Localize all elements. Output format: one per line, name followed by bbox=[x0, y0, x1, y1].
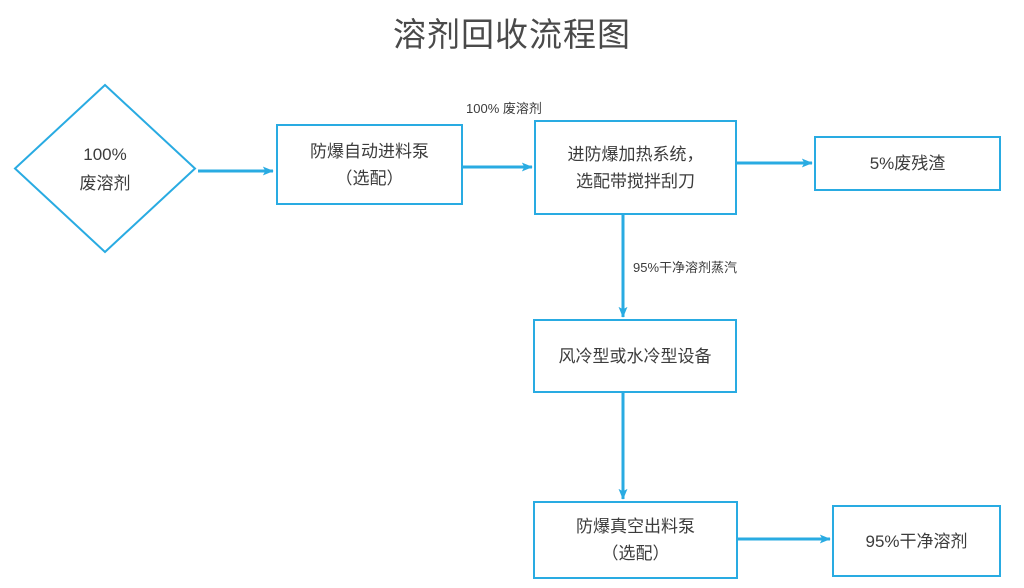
node-vacuum-discharge-pump-line2: （选配） bbox=[601, 544, 670, 563]
node-heating-system-line1: 进防爆加热系统， bbox=[567, 144, 704, 164]
node-waste-residue[interactable]: 5%废残渣 bbox=[814, 136, 1001, 191]
node-waste-solvent-line2: 废溶剂 bbox=[79, 173, 131, 193]
node-heating-system[interactable]: 进防爆加热系统， 选配带搅拌刮刀 bbox=[534, 120, 737, 215]
node-waste-solvent-line1: 100% bbox=[83, 144, 127, 164]
node-clean-solvent[interactable]: 95%干净溶剂 bbox=[832, 505, 1001, 577]
node-feed-pump-line2: （选配） bbox=[335, 168, 404, 188]
node-vacuum-discharge-pump-line1: 防爆真空出料泵 bbox=[576, 517, 695, 536]
edge-label-heating-to-cooling-line1: 95%干净溶剂蒸汽 bbox=[633, 260, 738, 275]
node-waste-solvent[interactable]: 100% 废溶剂 bbox=[13, 83, 197, 254]
node-feed-pump[interactable]: 防爆自动进料泵 （选配） bbox=[276, 124, 463, 205]
node-cooling-equipment[interactable]: 风冷型或水冷型设备 bbox=[533, 319, 737, 393]
diamond-shape bbox=[13, 83, 197, 254]
node-cooling-equipment-line1: 风冷型或水冷型设备 bbox=[558, 346, 712, 366]
node-vacuum-discharge-pump[interactable]: 防爆真空出料泵 （选配） bbox=[533, 501, 738, 579]
node-heating-system-line2: 选配带搅拌刮刀 bbox=[576, 171, 695, 191]
node-waste-residue-line1: 5%废残渣 bbox=[869, 154, 946, 173]
node-waste-solvent-text: 100% 废溶剂 bbox=[13, 83, 197, 254]
edge-label-feed-to-heating-line1: 100% bbox=[466, 101, 500, 116]
node-feed-pump-line1: 防爆自动进料泵 bbox=[310, 141, 429, 161]
node-clean-solvent-line1: 95%干净溶剂 bbox=[865, 531, 968, 551]
edge-label-heating-to-cooling: 95%干净溶剂蒸汽 bbox=[633, 259, 793, 277]
page-title: 溶剂回收流程图 bbox=[393, 16, 631, 53]
edge-label-feed-to-heating: 100% 废溶剂 bbox=[466, 100, 542, 118]
edge-label-feed-to-heating-line2: 废溶剂 bbox=[502, 101, 542, 116]
